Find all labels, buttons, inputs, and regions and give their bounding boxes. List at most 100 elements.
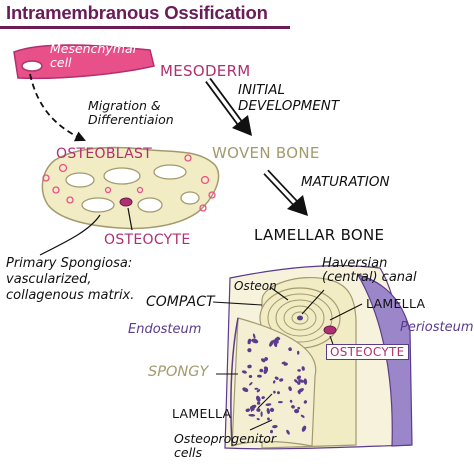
- haversian-canal-label: Haversian (central) canal: [322, 257, 417, 285]
- trabecula-mark: [286, 429, 290, 435]
- osteoblast-label: OSTEOBLAST: [56, 146, 153, 162]
- trabecula-mark: [267, 417, 270, 421]
- trabecula-mark: [260, 411, 263, 417]
- trabecula-mark: [269, 429, 274, 434]
- lamella-right-label: LAMELLA: [366, 296, 426, 311]
- trabecula-mark: [278, 401, 283, 404]
- trabecula-mark: [276, 339, 279, 344]
- trabecula-mark: [294, 408, 300, 414]
- trabecula-mark: [288, 347, 292, 352]
- trabecula-mark: [298, 391, 301, 395]
- trabecula-mark: [259, 368, 264, 373]
- mesenchymal-cell-line2: cell: [50, 55, 72, 70]
- trabecula-mark: [257, 374, 262, 378]
- trabecula-mark: [288, 386, 292, 392]
- woven-bone-label: WOVEN BONE: [212, 144, 320, 162]
- trabecula-mark: [242, 387, 249, 392]
- primary-spongiosa-line3: collagenous matrix.: [6, 288, 135, 303]
- trabecula-mark: [269, 340, 274, 347]
- bone-cylinder: [224, 265, 413, 450]
- osteocyte-pointer: [127, 207, 133, 231]
- trabecula-mark: [296, 375, 302, 380]
- trabecula-mark: [300, 414, 305, 418]
- trabecula-mark: [303, 378, 308, 385]
- osteon-label: Osteon: [234, 279, 277, 293]
- trabecula-mark: [256, 395, 261, 402]
- trabecula-mark: [297, 369, 301, 372]
- trabecula-mark: [289, 399, 293, 403]
- trabecula-mark: [301, 366, 305, 371]
- trabecula-mark: [247, 348, 252, 353]
- osteoprogenitor-label: Osteoprogenitor cells: [174, 432, 276, 460]
- trabecula-mark: [248, 374, 253, 379]
- spongy-trabeculae: [241, 333, 308, 435]
- trabecula-mark: [261, 396, 265, 400]
- mesenchymal-cell-label: Mesenchymal cell: [50, 42, 136, 70]
- haversian-canal-line2: (central) canal: [322, 270, 417, 285]
- mesenchymal-cell-shape: [13, 44, 155, 80]
- initial-development-arrow: [205, 77, 252, 136]
- trabecula-mark: [301, 425, 307, 432]
- trabecula-mark: [298, 379, 305, 383]
- primary-spongiosa-line1: Primary Spongiosa:: [6, 256, 133, 271]
- trabecula-mark: [297, 381, 301, 385]
- trabecula-mark: [265, 403, 272, 406]
- trabecula-mark: [296, 350, 300, 355]
- leader-lines: [212, 286, 363, 431]
- trabecula-mark: [249, 405, 255, 411]
- title-underline: [0, 26, 290, 29]
- osteocyte-box-label: OSTEOCYTE: [326, 344, 409, 360]
- trabecula-mark: [279, 378, 284, 382]
- primary-spongiosa-label: Primary Spongiosa: vascularized, collage…: [6, 256, 134, 304]
- endosteum-label: Endosteum: [128, 322, 202, 337]
- periosteum-layer: [356, 274, 413, 447]
- mesoderm-label: MESODERM: [160, 62, 251, 80]
- trabecula-mark: [263, 367, 269, 375]
- trabecula-mark: [291, 405, 295, 409]
- trabecula-mark: [241, 370, 247, 374]
- osteocyte-top-label: OSTEOCYTE: [104, 232, 191, 248]
- trabecula-mark: [266, 408, 270, 415]
- osteocyte-cell: [323, 325, 337, 335]
- osteoprogenitor-line2: cells: [174, 445, 203, 460]
- migration-arrow: [29, 73, 86, 142]
- spongy-label: SPONGY: [148, 364, 209, 380]
- trabecula-mark: [281, 361, 286, 365]
- lamella-bottom-label: LAMELLA: [172, 406, 232, 421]
- haversian-canal-line1: Haversian: [322, 256, 388, 271]
- trabecula-mark: [247, 364, 252, 369]
- periosteum-label: Periosteum: [400, 320, 474, 335]
- trabecula-mark: [249, 382, 253, 386]
- trabecula-mark: [256, 389, 261, 393]
- primary-spongiosa-pointer: [39, 214, 101, 256]
- trabecula-mark: [251, 338, 259, 344]
- trabecula-mark: [274, 376, 279, 380]
- endosteum-edge: [230, 317, 239, 447]
- trabecula-mark: [303, 400, 308, 404]
- page-title: Intramembranous Ossification: [6, 2, 268, 23]
- trabecula-mark: [256, 408, 261, 412]
- maturation-arrow: [263, 169, 308, 216]
- trabecula-mark: [260, 358, 266, 363]
- trabecula-mark: [269, 407, 275, 412]
- initial-development-label: INITIAL DEVELOPMENT: [238, 82, 339, 114]
- woven-bone-matrix: [41, 146, 220, 230]
- trabecula-mark: [256, 401, 261, 405]
- trabecula-mark: [254, 387, 259, 390]
- compact-label: COMPACT: [146, 294, 215, 310]
- trabecula-mark: [297, 406, 301, 410]
- lamellar-bone-label: LAMELLAR BONE: [254, 226, 385, 244]
- trabecula-mark: [264, 357, 269, 361]
- trabecula-mark: [277, 391, 280, 395]
- trabecula-mark: [248, 413, 256, 417]
- osteoprogenitor-line1: Osteoprogenitor: [174, 431, 277, 446]
- mesenchymal-cell-line1: Mesenchymal: [50, 41, 137, 56]
- migration-line2: Differentiaion: [88, 112, 174, 127]
- initial-development-line2: DEVELOPMENT: [238, 98, 340, 114]
- migration-line1: Migration &: [88, 98, 161, 113]
- trabecula-mark: [272, 380, 276, 384]
- trabecula-mark: [272, 424, 278, 429]
- trabecula-mark: [273, 390, 276, 394]
- primary-spongiosa-line2: vascularized,: [6, 272, 92, 287]
